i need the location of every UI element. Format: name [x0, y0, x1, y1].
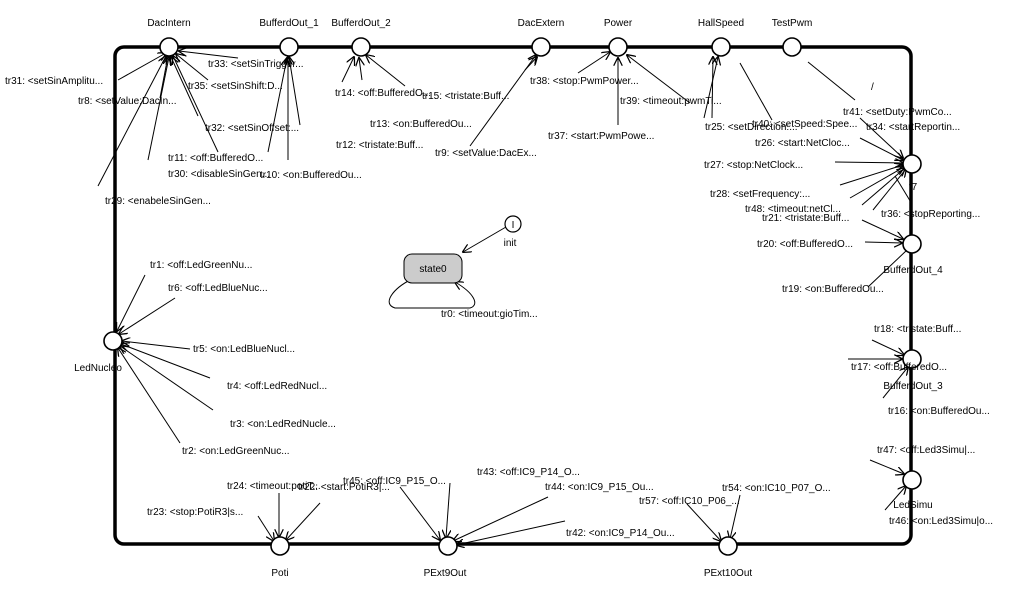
transition-label[interactable]: tr44: <on:IC9_P15_Ou...	[545, 482, 654, 493]
port-poti[interactable]	[270, 536, 290, 556]
transition-label[interactable]: tr5: <on:LedBlueNucl...	[193, 344, 295, 355]
transition-label[interactable]: tr34: <startReportin...	[866, 122, 960, 133]
port-pext10out[interactable]	[718, 536, 738, 556]
transition-label[interactable]: tr21: <tristate:Buff...	[762, 213, 849, 224]
transition-label[interactable]: tr2: <on:LedGreenNuc...	[182, 446, 290, 457]
transition-label[interactable]: tr28: <setFrequency:...	[710, 189, 810, 200]
port-name-bufferdout4: BufferdOut_4	[883, 265, 943, 276]
port-name-ledsimu: LedSimu	[893, 500, 932, 511]
transition-label[interactable]: tr31: <setSinAmplitu...	[5, 76, 103, 87]
self-loop-tr0	[388, 278, 476, 309]
port-bufferdout2[interactable]	[351, 37, 371, 57]
port-names: DacIntern BufferdOut_1 BufferdOut_2 DacE…	[74, 18, 943, 579]
transition-label[interactable]: tr29: <enabeleSinGen...	[105, 196, 211, 207]
transition-label[interactable]: tr23: <stop:PotiR3|s...	[147, 507, 243, 518]
port-ledsimu[interactable]	[902, 470, 922, 490]
port-name-t7: t7	[909, 182, 918, 193]
transition-label[interactable]: tr22: <start:PotiR3|...	[298, 482, 390, 493]
port-name-dacintern: DacIntern	[147, 18, 190, 29]
transition-label[interactable]: tr40: <setSpeed:Spee...	[752, 119, 857, 130]
ports	[103, 37, 922, 556]
transition-label[interactable]: tr8: <setValue:DacIn...	[78, 96, 176, 107]
port-lednucleo[interactable]	[103, 331, 123, 351]
transition-labels: tr31: <setSinAmplitu... tr8: <setValue:D…	[5, 59, 993, 539]
transition-label[interactable]: tr19: <on:BufferedOu...	[782, 284, 884, 295]
transition-label[interactable]: tr25: <setDirection:...	[705, 122, 798, 133]
state-name: state0	[419, 264, 447, 275]
transition-label[interactable]: tr10: <on:BufferedOu...	[260, 170, 362, 181]
transition-label[interactable]: tr13: <on:BufferedOu...	[370, 119, 472, 130]
transition-label[interactable]: tr36: <stopReporting...	[881, 209, 980, 220]
transition-label[interactable]: tr47: <off:Led3Simu|...	[877, 445, 975, 456]
transition-label[interactable]: tr15: <tristate:Buff...	[422, 91, 509, 102]
transition-label[interactable]: tr46: <on:Led3Simu|o...	[889, 516, 993, 527]
transition-label[interactable]: tr30: <disableSinGen...	[168, 169, 270, 180]
port-dacextern[interactable]	[531, 37, 551, 57]
port-name-poti: Poti	[271, 568, 288, 579]
transition-label[interactable]: tr6: <off:LedBlueNuc...	[168, 283, 268, 294]
transition-label[interactable]: tr32: <setSinOffset:...	[205, 123, 299, 134]
port-name-bufferdout3: BufferdOut_3	[883, 381, 943, 392]
transition-label[interactable]: tr38: <stop:PwmPower...	[530, 76, 639, 87]
transition-label[interactable]: tr45: <off:IC9_P15_O...	[343, 476, 446, 487]
port-bufferdout4[interactable]	[902, 234, 922, 254]
port-t7[interactable]	[902, 154, 922, 174]
initial-pseudostate[interactable]: I init	[504, 215, 522, 249]
transition-lines	[97, 51, 913, 545]
port-name-power: Power	[604, 18, 633, 29]
init-circle	[504, 215, 522, 233]
transition-label[interactable]: tr41: <setDuty:PwmCo...	[843, 107, 952, 118]
transition-label[interactable]: tr54: <on:IC10_P07_O...	[722, 483, 831, 494]
port-marker-slash: /	[871, 82, 874, 93]
transition-label[interactable]: tr35: <setSinShift:D...	[188, 81, 283, 92]
init-label: init	[504, 238, 517, 249]
port-bufferdout3[interactable]	[902, 349, 922, 369]
transition-label[interactable]: tr0: <timeout:gioTim...	[441, 309, 538, 320]
port-power[interactable]	[608, 37, 628, 57]
transition-label[interactable]: tr11: <off:BufferedO...	[168, 153, 263, 164]
state-state0[interactable]: state0	[403, 253, 463, 284]
transition-label[interactable]: tr27: <stop:NetClock...	[704, 160, 803, 171]
transition-label[interactable]: tr18: <tristate:Buff...	[874, 324, 961, 335]
port-pext9out[interactable]	[438, 536, 458, 556]
transition-label[interactable]: tr39: <timeout:pwmTi...	[620, 96, 722, 107]
port-testpwm[interactable]	[782, 37, 802, 57]
transition-label[interactable]: tr14: <off:BufferedO...	[335, 88, 431, 99]
transition-label[interactable]: tr12: <tristate:Buff...	[336, 140, 423, 151]
port-hallspeed[interactable]	[711, 37, 731, 57]
transition-label[interactable]: tr26: <start:NetCloc...	[755, 138, 850, 149]
state-box	[403, 253, 463, 284]
transition-label[interactable]: tr24: <timeout:potiT...	[227, 481, 321, 492]
component-boundary	[113, 45, 913, 546]
transition-label[interactable]: tr43: <off:IC9_P14_O...	[477, 467, 580, 478]
port-dacintern[interactable]	[159, 37, 179, 57]
init-marker: I	[512, 220, 515, 231]
transition-label[interactable]: tr42: <on:IC9_P14_Ou...	[566, 528, 675, 539]
port-name-lednucleo: LedNucleo	[74, 363, 122, 374]
transition-label[interactable]: tr33: <setSinTrigger...	[208, 59, 304, 70]
transition-label[interactable]: tr4: <off:LedRedNucl...	[227, 381, 327, 392]
transition-label[interactable]: tr17: <off:BufferedO...	[851, 362, 947, 373]
transition-label[interactable]: tr48: <timeout:netCl...	[745, 204, 841, 215]
transition-label[interactable]: tr57: <off:IC10_P06_...	[639, 496, 740, 507]
port-name-hallspeed: HallSpeed	[698, 18, 744, 29]
port-name-dacextern: DacExtern	[518, 18, 565, 29]
transition-label[interactable]: tr20: <off:BufferedO...	[757, 239, 853, 250]
port-name-pext10out: PExt10Out	[704, 568, 753, 579]
port-name-bufferdout2: BufferdOut_2	[331, 18, 391, 29]
port-bufferdout1[interactable]	[279, 37, 299, 57]
transition-label[interactable]: tr37: <start:PwmPowe...	[548, 131, 654, 142]
transition-label[interactable]: tr9: <setValue:DacEx...	[435, 148, 537, 159]
transition-label[interactable]: tr3: <on:LedRedNucle...	[230, 419, 336, 430]
transition-label[interactable]: tr16: <on:BufferedOu...	[888, 406, 990, 417]
transition-label[interactable]: tr1: <off:LedGreenNu...	[150, 260, 252, 271]
port-name-testpwm: TestPwm	[772, 18, 813, 29]
port-name-pext9out: PExt9Out	[424, 568, 467, 579]
port-name-bufferdout1: BufferdOut_1	[259, 18, 319, 29]
